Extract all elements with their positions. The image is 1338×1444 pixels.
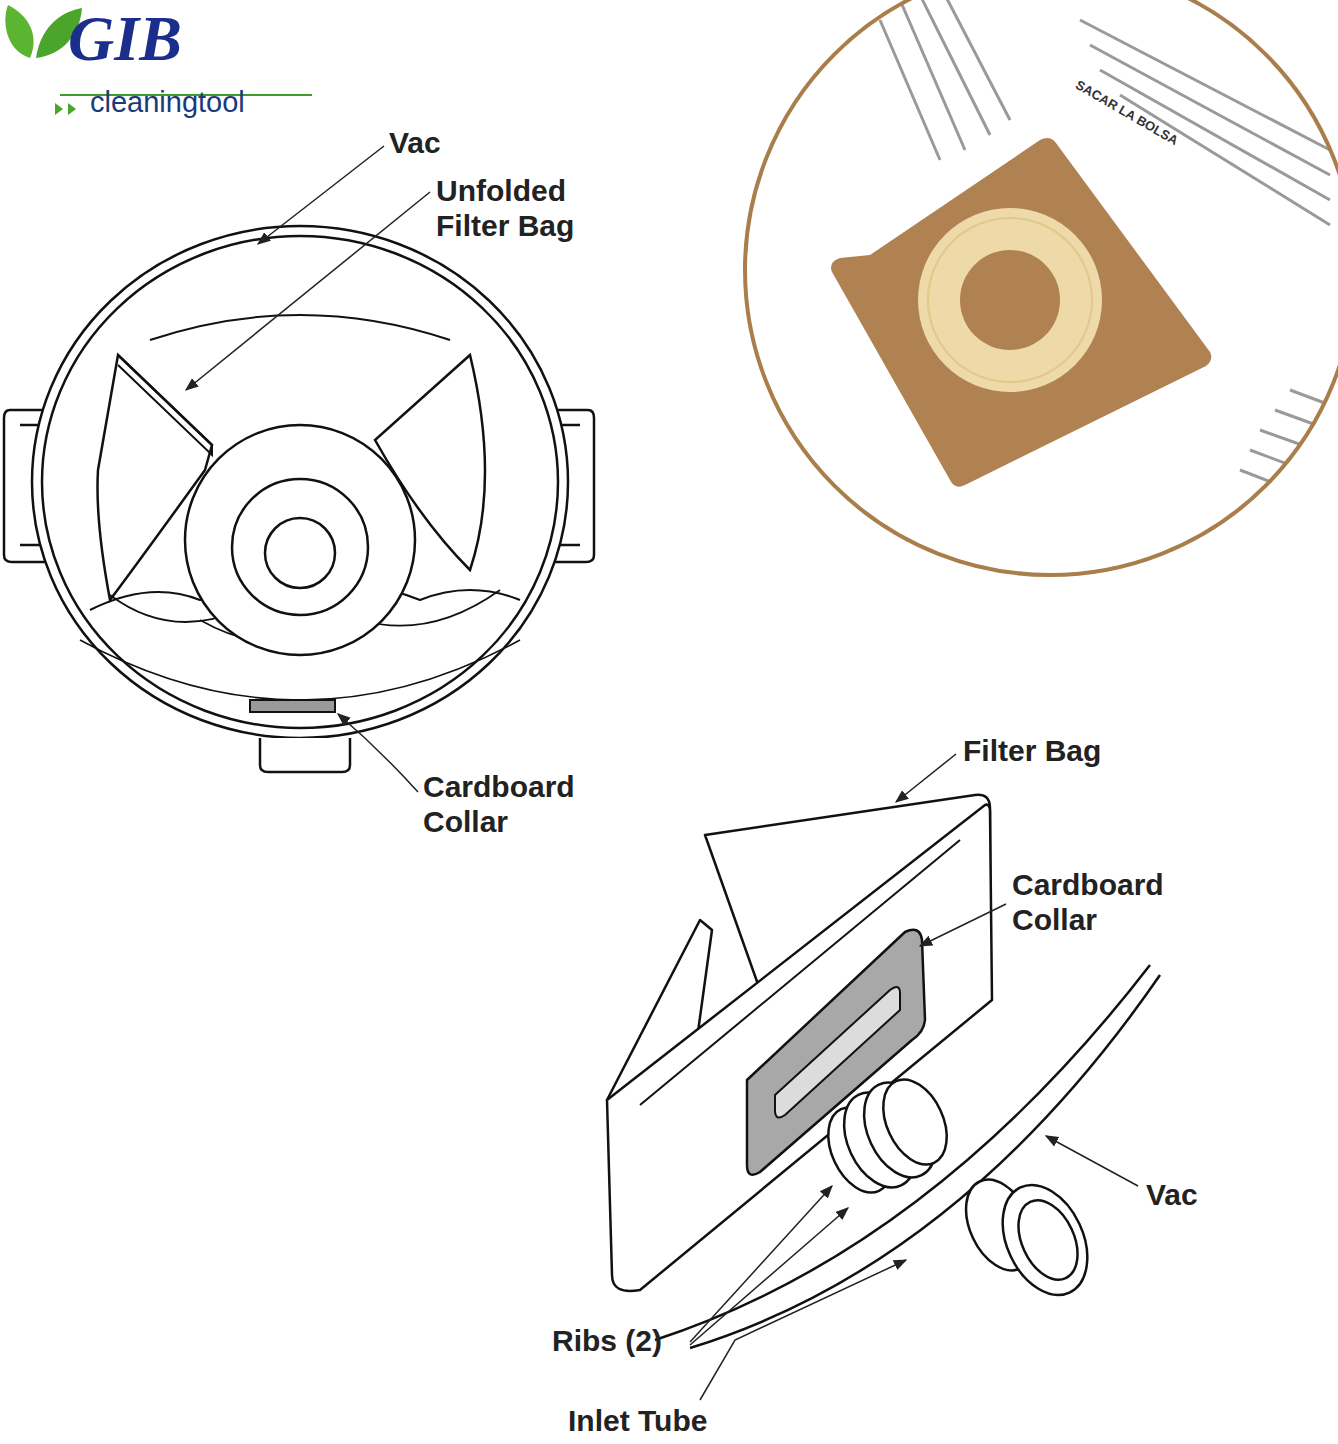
part-label: Inlet Tube bbox=[568, 1404, 707, 1439]
vac-top-view bbox=[4, 226, 594, 772]
part-label: Filter Bag bbox=[963, 734, 1101, 769]
logo-name: GIB bbox=[68, 2, 182, 76]
part-label: Unfolded Filter Bag bbox=[436, 174, 611, 243]
part-label: Cardboard Collar bbox=[423, 770, 613, 839]
part-label: Vac bbox=[1146, 1178, 1198, 1213]
part-label: Ribs (2) bbox=[552, 1324, 662, 1359]
leader-lines bbox=[186, 146, 1138, 1400]
logo-tagline: cleaningtool bbox=[90, 86, 245, 119]
part-label: Cardboard Collar bbox=[1012, 868, 1202, 937]
bag-photo bbox=[735, 0, 1338, 580]
part-label: Vac bbox=[389, 126, 441, 161]
